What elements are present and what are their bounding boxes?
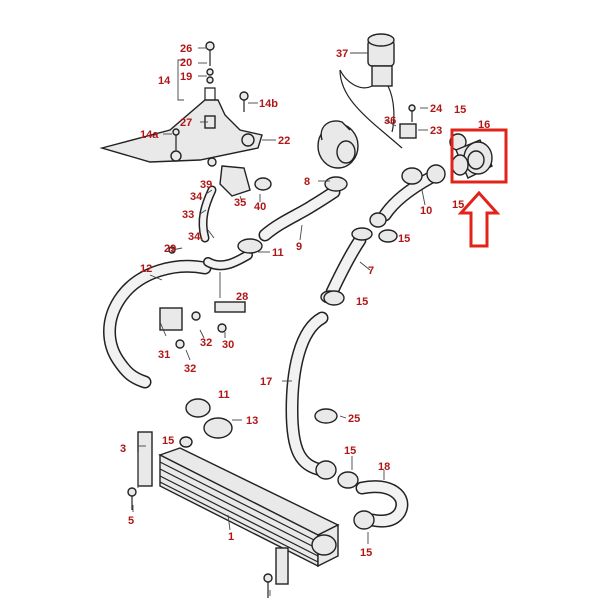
label-15-left: 15 [162, 435, 174, 447]
label-37: 37 [336, 48, 348, 60]
callout-labels: 26 20 14 19 27 14b 14a 22 39 34 35 40 33… [120, 43, 490, 559]
label-29: 29 [164, 243, 176, 255]
label-24: 24 [430, 103, 443, 115]
hose-18 [355, 480, 409, 528]
label-15-bottom: 15 [360, 547, 372, 559]
highlight-arrow [457, 190, 501, 248]
label-32-lower: 32 [184, 363, 196, 375]
sensor-23 [339, 69, 417, 149]
label-36: 36 [384, 115, 396, 127]
label-14a: 14a [140, 129, 159, 141]
label-3: 3 [120, 443, 126, 455]
label-10: 10 [420, 205, 432, 217]
leader-lines [132, 47, 428, 596]
label-15-top: 15 [454, 104, 466, 116]
hose-12 [103, 259, 212, 389]
label-28: 28 [236, 291, 248, 303]
label-22: 22 [278, 135, 290, 147]
pipe-16 [451, 139, 493, 179]
label-40: 40 [254, 201, 266, 213]
label-9: 9 [296, 241, 302, 253]
label-13: 13 [246, 415, 258, 427]
label-18: 18 [378, 461, 390, 473]
label-34dot: 34. [188, 231, 203, 243]
label-25: 25 [348, 413, 360, 425]
pipe-10 [369, 167, 437, 228]
label-19: 19 [180, 71, 192, 83]
label-14: 14 [158, 75, 171, 87]
label-11-upper: 11 [272, 247, 284, 259]
label-8: 8 [304, 176, 310, 188]
label-7: 7 [368, 265, 374, 277]
turbo-elbow [317, 120, 359, 192]
highlight-box [450, 128, 508, 184]
hose-connector-upper [203, 238, 263, 271]
bracket-28 [159, 246, 246, 349]
fitting-35 [207, 157, 272, 197]
label-5: 5 [128, 515, 134, 527]
label-34: 34 [190, 191, 203, 203]
label-15-lower: 15 [344, 445, 356, 457]
hose-33 [198, 185, 217, 243]
label-32-upper: 32 [200, 337, 212, 349]
label-30: 30 [222, 339, 234, 351]
label-15-mid: 15 [398, 233, 410, 245]
label-39: 39 [200, 179, 212, 191]
label-11-lower: 11 [218, 389, 230, 401]
label-17: 17 [260, 376, 272, 388]
label-12: 12 [140, 263, 152, 275]
label-15-right: 15 [452, 199, 464, 211]
valve-37 [339, 33, 395, 133]
hose-9 [258, 185, 341, 242]
label-23: 23 [430, 125, 442, 137]
label-31: 31 [158, 349, 170, 361]
label-16: 16 [478, 119, 490, 131]
label-15-center: 15 [356, 296, 368, 308]
label-14b: 14b [259, 98, 278, 110]
label-20: 20 [180, 57, 192, 69]
bracket-14 [99, 41, 263, 163]
clamps [179, 133, 467, 556]
label-1: 1 [228, 531, 234, 543]
label-26: 26 [180, 43, 192, 55]
label-33: 33 [182, 209, 194, 221]
hose-17 [285, 311, 329, 477]
label-27: 27 [180, 117, 192, 129]
label-35: 35 [234, 197, 246, 209]
